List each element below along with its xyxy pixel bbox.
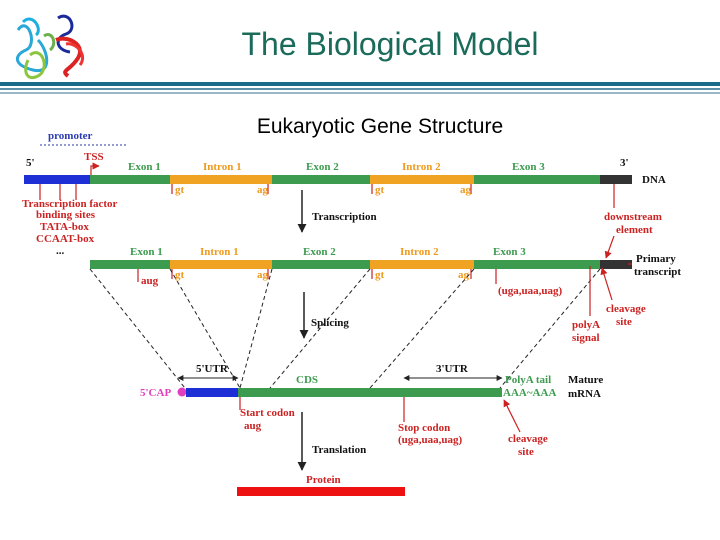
dna-gt2: gt xyxy=(375,184,385,196)
protein-label: Protein xyxy=(306,474,341,486)
tss-label: TSS xyxy=(84,151,104,163)
pt-exon2 xyxy=(272,260,370,269)
pt-exon3-label: Exon 3 xyxy=(493,246,526,258)
pt-intron1 xyxy=(170,260,272,269)
tf-line-1: Transcription factor xyxy=(22,198,118,210)
mature-label-1: Mature xyxy=(568,374,603,386)
pt-gt2: gt xyxy=(375,269,385,281)
dna-row: promoter 5' TSS Exon 1 Intron 1 Exon 2 I… xyxy=(22,130,666,257)
utr3-label: 3'UTR xyxy=(436,363,469,375)
slide-title: The Biological Model xyxy=(241,26,539,62)
pt-stop-codons: (uga,uaa,uag) xyxy=(498,285,563,297)
pt-exon1 xyxy=(90,260,170,269)
transcription-label: Transcription xyxy=(312,211,377,223)
dna-ag2: ag xyxy=(460,184,472,196)
mrna-cleavage-2: site xyxy=(518,446,534,458)
protein-bar xyxy=(237,487,405,496)
pt-ag2: ag xyxy=(458,269,470,281)
dna-downstream-segment xyxy=(600,175,632,184)
cleavage-label-2: site xyxy=(616,316,632,328)
translation-step: Translation Protein xyxy=(237,412,405,496)
tf-line-2: binding sites xyxy=(36,209,96,221)
mature-label-2: mRNA xyxy=(568,388,601,400)
translation-label: Translation xyxy=(312,444,366,456)
tf-line-3: TATA-box xyxy=(40,221,89,233)
dna-exon3-label: Exon 3 xyxy=(512,161,545,173)
polya-label-2: signal xyxy=(572,332,600,344)
title-divider xyxy=(0,82,720,94)
polya-label-1: polyA xyxy=(572,319,600,331)
protein-structure-logo xyxy=(16,14,85,79)
pt-ag1: ag xyxy=(257,269,269,281)
transcription-step: Transcription downstream element xyxy=(297,184,662,236)
tf-line-4: CCAAT-box xyxy=(36,233,95,245)
tss-arrow xyxy=(90,162,100,176)
dna-exon1-label: Exon 1 xyxy=(128,161,161,173)
dna-intron1-label: Intron 1 xyxy=(203,161,242,173)
dna-5prime-label: 5' xyxy=(26,157,35,169)
primary-transcript-row: Exon 1 Intron 1 Exon 2 Intron 2 Exon 3 P… xyxy=(90,235,681,297)
tf-line-5: ... xyxy=(56,245,65,257)
pt-intron2 xyxy=(370,260,474,269)
cap-dot xyxy=(177,387,187,397)
dna-promoter-segment xyxy=(24,175,90,184)
dna-exon2 xyxy=(272,175,370,184)
pt-aug: aug xyxy=(141,275,159,287)
pt-gt1: gt xyxy=(175,269,185,281)
dna-3prime-label: 3' xyxy=(620,157,629,169)
stop-codon-1: Stop codon xyxy=(398,422,450,434)
mrna-cds xyxy=(238,388,406,397)
dna-gt1: gt xyxy=(175,184,185,196)
utr5-label: 5'UTR xyxy=(196,363,229,375)
start-codon-1: Start codon xyxy=(240,407,295,419)
cleavage-label-1: cleavage xyxy=(606,303,646,315)
stop-codon-2: (uga,uaa,uag) xyxy=(398,434,463,446)
pt-exon3 xyxy=(474,260,600,269)
pt-exon1-label: Exon 1 xyxy=(130,246,163,258)
dna-intron2-label: Intron 2 xyxy=(402,161,441,173)
pt-exon2-label: Exon 2 xyxy=(303,246,336,258)
mature-mrna-row: 5'UTR CDS 3'UTR 5'CAP PolyA tail AAA~AAA… xyxy=(140,363,603,458)
primary-label-2: transcript xyxy=(634,266,681,278)
mrna-cleavage-1: cleavage xyxy=(508,433,548,445)
primary-label-1: Primary xyxy=(636,253,676,265)
start-codon-2: aug xyxy=(244,420,262,432)
splicing-step: Splicing cleavage site polyA signal xyxy=(89,266,646,389)
dna-ag1: ag xyxy=(257,184,269,196)
diagram-subtitle: Eukaryotic Gene Structure xyxy=(256,115,504,138)
mrna-utr5 xyxy=(186,388,238,397)
downstream-label-1: downstream xyxy=(604,211,662,223)
polya-tail-1: PolyA tail xyxy=(505,374,551,386)
pt-intron2-label: Intron 2 xyxy=(400,246,439,258)
cds-label: CDS xyxy=(296,374,318,386)
polya-tail-2: AAA~AAA xyxy=(503,387,556,399)
dna-exon2-label: Exon 2 xyxy=(306,161,339,173)
promoter-label: promoter xyxy=(48,130,93,142)
cap-label: 5'CAP xyxy=(140,387,171,399)
mrna-utr3 xyxy=(406,388,502,397)
dna-intron2 xyxy=(370,175,474,184)
dna-label: DNA xyxy=(642,174,666,186)
dna-exon1 xyxy=(90,175,170,184)
pt-tail xyxy=(600,260,632,269)
splicing-label: Splicing xyxy=(311,317,349,329)
dna-exon3 xyxy=(474,175,600,184)
downstream-label-2: element xyxy=(616,224,653,236)
pt-intron1-label: Intron 1 xyxy=(200,246,239,258)
dna-intron1 xyxy=(170,175,272,184)
